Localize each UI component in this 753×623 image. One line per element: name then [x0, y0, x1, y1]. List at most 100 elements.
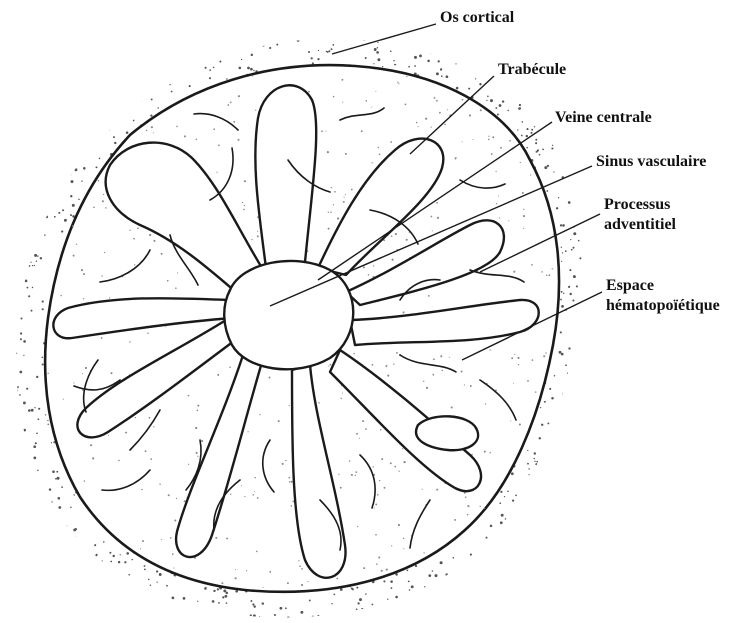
marrow-dot: [134, 264, 135, 265]
cortex-speckle: [554, 553, 555, 554]
cortex-speckle: [107, 48, 110, 51]
cortex-speckle: [486, 587, 488, 589]
cortex-speckle: [29, 95, 31, 97]
cortex-speckle: [357, 602, 359, 604]
cortex-speckle: [23, 186, 25, 188]
cortex-speckle: [4, 344, 6, 346]
marrow-dot: [328, 212, 329, 213]
cortex-speckle: [536, 47, 539, 50]
cortex-speckle: [37, 470, 39, 472]
cortex-speckle: [32, 265, 33, 266]
marrow-dot: [45, 167, 47, 169]
cortex-speckle: [572, 171, 573, 172]
marrow-dot: [398, 471, 399, 472]
cortex-speckle: [33, 548, 35, 550]
cortex-speckle: [42, 51, 45, 54]
cortex-speckle: [491, 604, 493, 606]
marrow-dot: [384, 487, 386, 489]
cortex-speckle: [475, 78, 476, 79]
cortex-speckle: [502, 100, 504, 102]
cortex-speckle: [250, 600, 252, 602]
marrow-dot: [269, 377, 271, 379]
cortex-speckle: [19, 538, 22, 541]
cortex-speckle: [468, 561, 471, 564]
cortex-speckle: [541, 538, 543, 540]
cortex-speckle: [537, 608, 539, 610]
cortex-speckle: [571, 249, 573, 251]
marrow-dot: [357, 526, 358, 527]
marrow-dot: [46, 125, 48, 127]
cortex-speckle: [10, 269, 12, 271]
cortex-speckle: [35, 442, 37, 444]
cortex-speckle: [578, 538, 580, 540]
cortex-speckle: [365, 57, 367, 59]
marrow-dot: [82, 373, 83, 374]
marrow-dot: [454, 519, 456, 521]
marrow-dot: [439, 112, 441, 114]
cortex-speckle: [591, 486, 593, 488]
cortex-speckle: [23, 355, 24, 356]
cortex-speckle: [102, 128, 105, 131]
marrow-dot: [480, 109, 482, 111]
cortex-speckle: [549, 388, 551, 390]
cortex-speckle: [6, 106, 8, 108]
cortex-speckle: [488, 556, 491, 559]
cortex-speckle: [503, 619, 506, 622]
cortex-speckle: [25, 34, 27, 36]
marrow-dot: [98, 180, 100, 182]
cortex-speckle: [51, 519, 53, 521]
cortex-speckle: [70, 506, 72, 508]
cortex-speckle: [377, 47, 379, 49]
marrow-dot: [425, 118, 427, 120]
marrow-dot: [492, 136, 494, 138]
cortex-speckle: [579, 450, 582, 453]
marrow-dot: [197, 405, 199, 407]
marrow-dot: [104, 119, 106, 121]
marrow-dot: [84, 480, 86, 482]
cortex-speckle: [41, 617, 44, 620]
cortex-speckle: [583, 372, 584, 373]
cortex-speckle: [551, 147, 553, 149]
cortex-speckle: [253, 614, 256, 617]
cortex-speckle: [213, 41, 214, 42]
cortex-speckle: [498, 572, 500, 574]
cortex-speckle: [546, 121, 549, 124]
cortex-speckle: [540, 57, 542, 59]
marrow-dot: [67, 119, 69, 121]
marrow-dot: [513, 383, 514, 384]
cortex-speckle: [539, 506, 542, 509]
cortex-speckle: [19, 371, 22, 374]
marrow-dot: [60, 98, 62, 100]
cortex-speckle: [150, 585, 151, 586]
marrow-dot: [340, 398, 341, 399]
cortex-speckle: [554, 375, 556, 377]
cortex-speckle: [317, 615, 319, 617]
cortex-speckle: [56, 471, 58, 473]
cortex-speckle: [476, 607, 479, 610]
cortex-speckle: [537, 96, 539, 98]
cortex-speckle: [104, 110, 107, 113]
cortex-speckle: [379, 26, 381, 28]
cortex-speckle: [50, 67, 52, 69]
marrow-dot: [259, 414, 260, 415]
cortex-speckle: [558, 574, 561, 577]
label-os-cortical: Os cortical: [440, 8, 514, 28]
cortex-speckle: [117, 614, 120, 617]
cortex-speckle: [592, 321, 594, 323]
cortex-speckle: [11, 329, 13, 331]
cortex-speckle: [560, 436, 562, 438]
cortex-speckle: [579, 216, 580, 217]
cortex-speckle: [72, 136, 75, 139]
marrow-dot: [343, 201, 345, 203]
cortex-speckle: [554, 430, 555, 431]
marrow-dot: [488, 139, 490, 141]
cortex-speckle: [6, 327, 8, 329]
cortex-speckle: [156, 570, 158, 572]
cortex-speckle: [585, 158, 587, 160]
cortex-speckle: [20, 610, 22, 612]
marrow-dot: [340, 487, 342, 489]
marrow-dot: [489, 452, 490, 453]
cortex-speckle: [37, 88, 40, 91]
cortex-speckle: [588, 275, 590, 277]
cortex-speckle: [559, 100, 562, 103]
